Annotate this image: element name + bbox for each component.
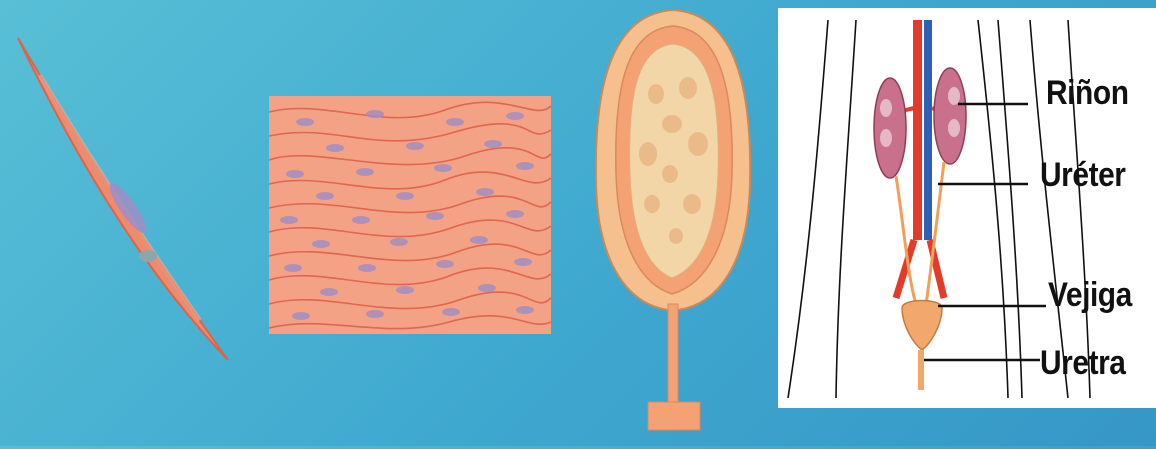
smooth-muscle-cell-figure	[0, 20, 250, 380]
urinary-system-figure: Riñon Uréter Vejiga Uretra	[778, 8, 1156, 408]
label-bladder: Vejiga	[1048, 276, 1132, 315]
urethra-sphincter	[648, 402, 700, 430]
label-ureter: Uréter	[1040, 156, 1126, 195]
tissue-svg	[265, 92, 555, 342]
aorta	[913, 20, 922, 240]
bladder-svg	[588, 4, 758, 444]
label-kidney: Riñon	[1046, 74, 1129, 113]
muscle-cell-organelle	[139, 250, 157, 262]
smooth-muscle-tissue-figure	[265, 92, 555, 342]
left-kidney	[874, 78, 906, 178]
urethra	[918, 350, 924, 390]
vena-cava	[924, 20, 932, 240]
smooth-muscle-cell-svg	[0, 20, 250, 380]
label-urethra: Uretra	[1040, 344, 1126, 383]
bladder	[902, 301, 942, 351]
right-kidney	[934, 68, 966, 164]
iliac-arteries	[896, 240, 944, 298]
bladder-section-figure	[588, 4, 758, 444]
urethra-tube	[668, 304, 678, 404]
